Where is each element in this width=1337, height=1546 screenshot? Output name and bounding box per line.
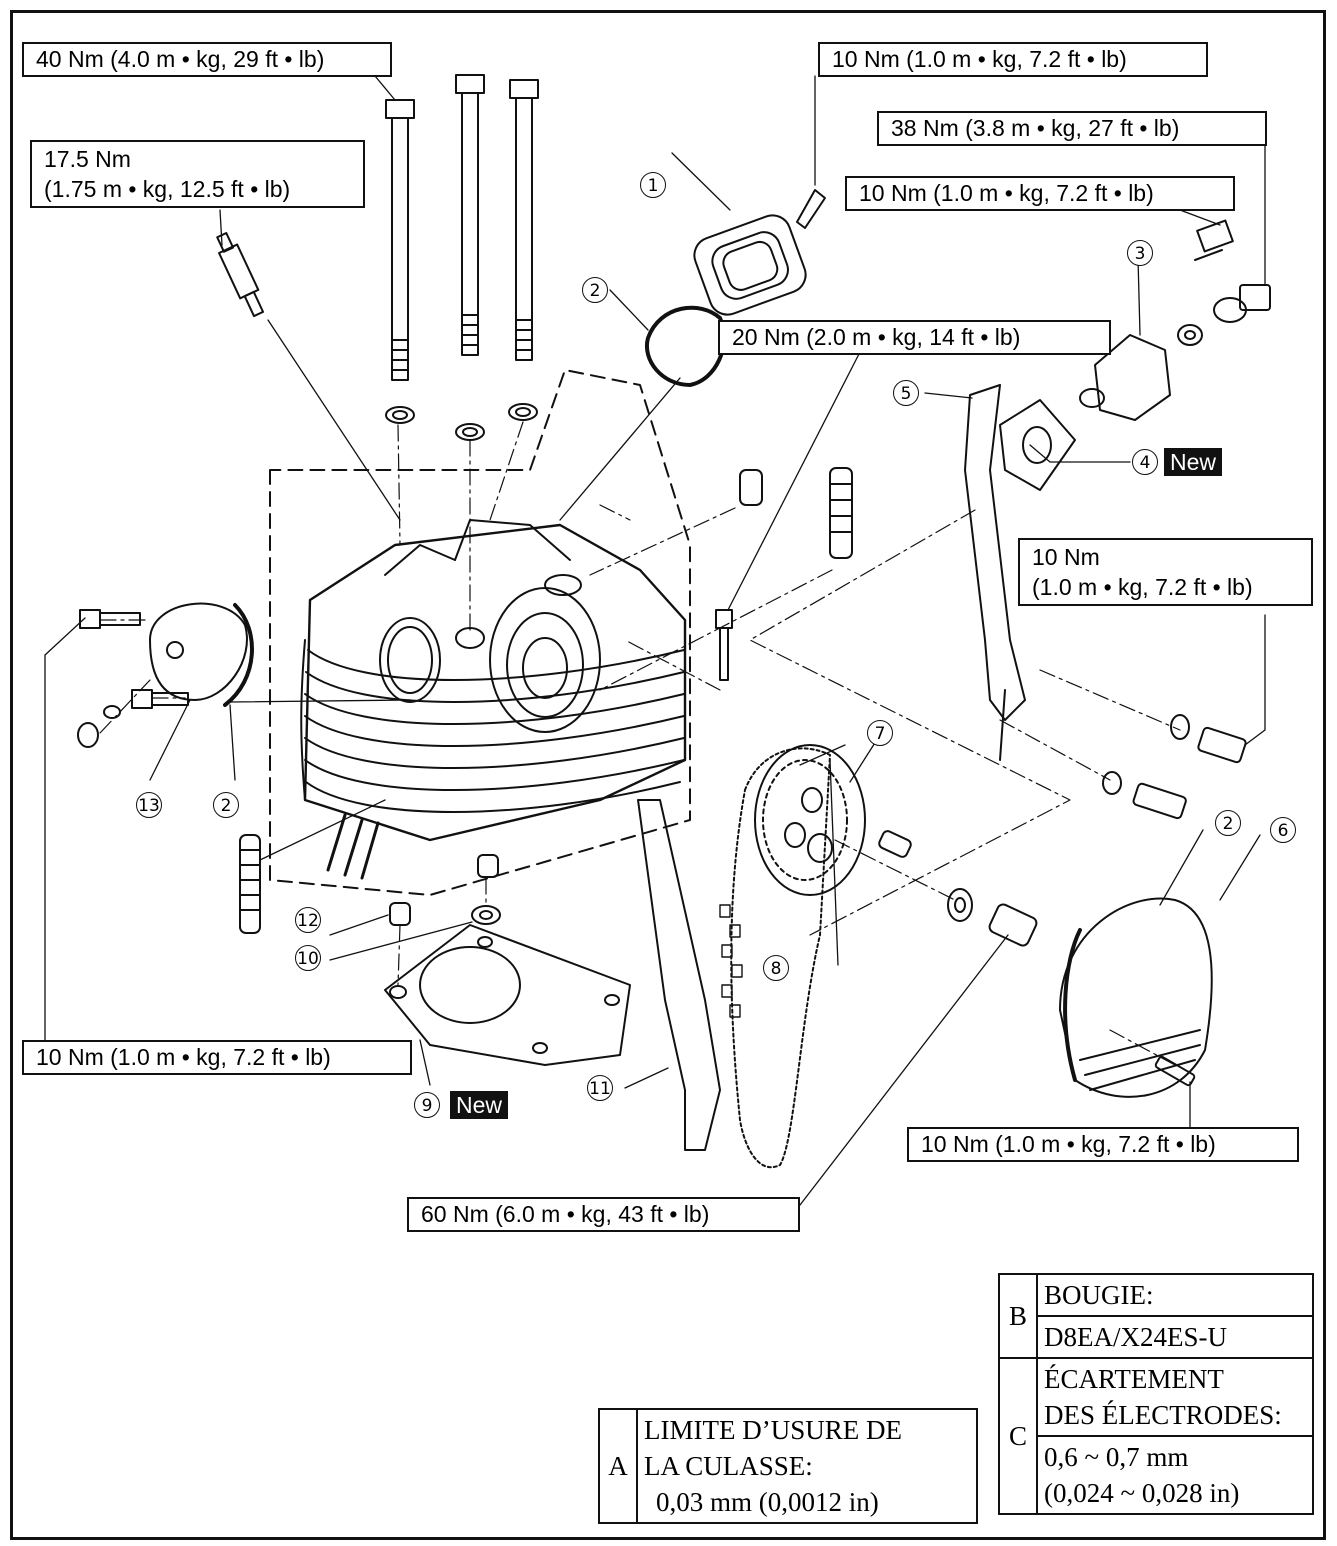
dowel-12 xyxy=(389,902,411,926)
spec-value: 0,03 mm (0,0012 in) xyxy=(656,1487,879,1517)
torque-label-tensioner-bolt: 10 Nm (1.0 m • kg, 7.2 ft • lb) xyxy=(845,176,1235,211)
seal-10 xyxy=(471,905,501,925)
chain-links xyxy=(719,904,743,1018)
spec-line: LIMITE D’USURE DE xyxy=(644,1415,902,1445)
part-number-callout: 11 xyxy=(587,1075,613,1101)
center-lines xyxy=(99,421,1181,1066)
base-gasket-9 xyxy=(384,924,631,1066)
spec-key: B xyxy=(998,1273,1038,1359)
cam-sprocket xyxy=(754,744,912,896)
part-number-callout: 2 xyxy=(1215,810,1241,836)
sprocket-washer xyxy=(947,888,973,922)
valve-springs xyxy=(239,467,853,934)
torque-line: 10 Nm xyxy=(1032,544,1100,570)
torque-label-guide-bolt: 10 Nm (1.0 m • kg, 7.2 ft • lb) xyxy=(1018,538,1313,606)
spec-row: B BOUGIE: xyxy=(998,1273,1314,1359)
torque-line: (1.0 m • kg, 7.2 ft • lb) xyxy=(1032,574,1253,600)
gasket-top xyxy=(644,305,726,387)
spec-row: 0,6 ~ 0,7 mm (0,024 ~ 0,028 in) xyxy=(999,1435,1314,1515)
torque-line: (1.75 m • kg, 12.5 ft • lb) xyxy=(44,176,291,202)
torque-label-head-bolt: 40 Nm (4.0 m • kg, 29 ft • lb) xyxy=(22,42,392,77)
spec-table-spark-plug: B BOUGIE: D8EA/X24ES-U C ÉCARTEMENT DES … xyxy=(998,1273,1314,1515)
part-number-callout: 2 xyxy=(582,277,608,303)
part-number-callout: 8 xyxy=(763,955,789,981)
torque-label-cover-bolt: 10 Nm (1.0 m • kg, 7.2 ft • lb) xyxy=(818,42,1208,77)
torque-line: 17.5 Nm xyxy=(44,146,131,172)
leader-lines xyxy=(44,75,1266,1206)
spec-table-cylinder-head: A LIMITE D’USURE DE LA CULASSE: 0,03 mm … xyxy=(598,1408,978,1524)
part-number-callout: 9 xyxy=(414,1092,440,1118)
part-number-callout: 2 xyxy=(213,792,239,818)
spec-key: C xyxy=(998,1357,1038,1515)
cam-chain-tensioner xyxy=(1079,219,1271,421)
spec-text: LIMITE D’USURE DE LA CULASSE: 0,03 mm (0… xyxy=(636,1408,978,1524)
part-number-callout: 1 xyxy=(640,172,666,198)
head-dashed-outline xyxy=(269,369,691,896)
spec-key: A xyxy=(598,1408,638,1524)
part-number-callout: 5 xyxy=(893,380,919,406)
spec-value: D8EA/X24ES-U xyxy=(1036,1315,1314,1359)
tensioner-gasket xyxy=(999,399,1076,491)
spec-line: 0,6 ~ 0,7 mm xyxy=(1044,1442,1189,1472)
spec-line: ÉCARTEMENT xyxy=(1044,1364,1224,1394)
spark-plug xyxy=(216,232,265,318)
torque-label-spark-plug: 17.5 Nm (1.75 m • kg, 12.5 ft • lb) xyxy=(30,140,365,208)
cam-cover-6 xyxy=(1059,897,1213,1098)
spec-value: 0,6 ~ 0,7 mm (0,024 ~ 0,028 in) xyxy=(1036,1435,1314,1515)
sprocket-bolt xyxy=(988,903,1038,947)
torque-label-head-side-bolt: 20 Nm (2.0 m • kg, 14 ft • lb) xyxy=(718,320,1111,355)
torque-label-cam-cover: 10 Nm (1.0 m • kg, 7.2 ft • lb) xyxy=(907,1127,1299,1162)
diagram-border xyxy=(10,10,1326,1540)
head-bolts xyxy=(385,74,539,381)
side-cover-13 xyxy=(77,602,254,748)
part-number-callout: 4 xyxy=(1132,449,1158,475)
spec-row: D8EA/X24ES-U xyxy=(999,1315,1314,1359)
new-part-tag: New xyxy=(1164,448,1223,476)
cam-chain xyxy=(730,747,831,1169)
part-number-callout: 12 xyxy=(295,907,321,933)
spec-row: C ÉCARTEMENT DES ÉLECTRODES: xyxy=(998,1357,1314,1515)
spec-line: (0,024 ~ 0,028 in) xyxy=(1044,1478,1240,1508)
bolt-washers xyxy=(385,403,538,441)
spec-row: A LIMITE D’USURE DE LA CULASSE: 0,03 mm … xyxy=(598,1408,978,1524)
chain-guide-5 xyxy=(964,384,1026,721)
new-part-tag: New xyxy=(450,1091,509,1119)
torque-label-tensioner-cap: 38 Nm (3.8 m • kg, 27 ft • lb) xyxy=(877,111,1267,146)
cylinder-head xyxy=(300,519,687,842)
part-number-callout: 7 xyxy=(867,720,893,746)
spec-label: ÉCARTEMENT DES ÉLECTRODES: xyxy=(1036,1357,1314,1437)
spec-line: LA CULASSE: xyxy=(644,1451,813,1481)
part-number-callout: 10 xyxy=(295,945,321,971)
cover-1-bolt xyxy=(796,189,826,229)
chain-guide-11 xyxy=(637,799,721,1151)
bolt-20nm xyxy=(715,609,733,681)
spec-label: BOUGIE: xyxy=(1036,1273,1314,1317)
spec-line: DES ÉLECTRODES: xyxy=(1044,1400,1282,1430)
torque-label-sprocket-bolt: 60 Nm (6.0 m • kg, 43 ft • lb) xyxy=(407,1197,800,1232)
part-number-callout: 13 xyxy=(136,792,162,818)
part-number-callout: 6 xyxy=(1270,817,1296,843)
part-number-callout: 3 xyxy=(1127,240,1153,266)
cover-1 xyxy=(693,214,807,316)
torque-label-side-cover: 10 Nm (1.0 m • kg, 7.2 ft • lb) xyxy=(22,1040,412,1075)
